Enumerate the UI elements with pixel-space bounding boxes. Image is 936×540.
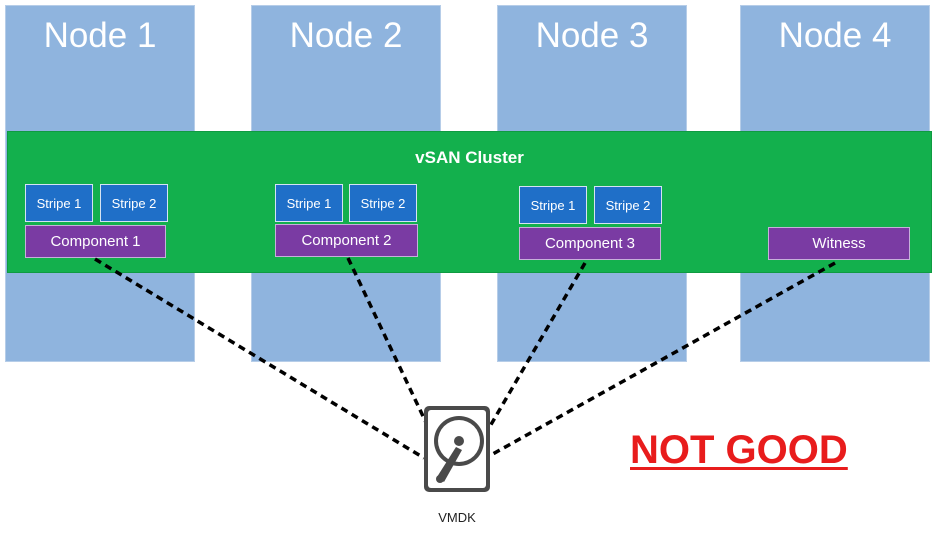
component-1-stripe-1: Stripe 1	[25, 184, 93, 222]
vmdk-label: VMDK	[438, 510, 476, 525]
node-2-title: Node 2	[289, 16, 403, 55]
component-3-stripe-2: Stripe 2	[594, 186, 662, 224]
component-1: Component 1	[25, 225, 166, 258]
status-text: NOT GOOD	[630, 428, 848, 472]
component-1-stripe-2: Stripe 2	[100, 184, 168, 222]
node-3-title: Node 3	[535, 16, 649, 55]
link-component-1	[94, 257, 425, 460]
component-2: Component 2	[275, 224, 418, 257]
cluster-title: vSAN Cluster	[415, 148, 524, 167]
link-witness	[490, 261, 836, 457]
component-2-stripe-1: Stripe 1	[275, 184, 343, 222]
node-1-title: Node 1	[43, 16, 157, 55]
component-3-stripe-1: Stripe 1	[519, 186, 587, 224]
hard-disk-icon	[424, 406, 490, 492]
link-component-3	[473, 262, 587, 453]
component-3: Component 3	[519, 227, 661, 260]
component-2-stripe-2: Stripe 2	[349, 184, 417, 222]
node-4-title: Node 4	[778, 16, 892, 55]
witness: Witness	[768, 227, 910, 260]
